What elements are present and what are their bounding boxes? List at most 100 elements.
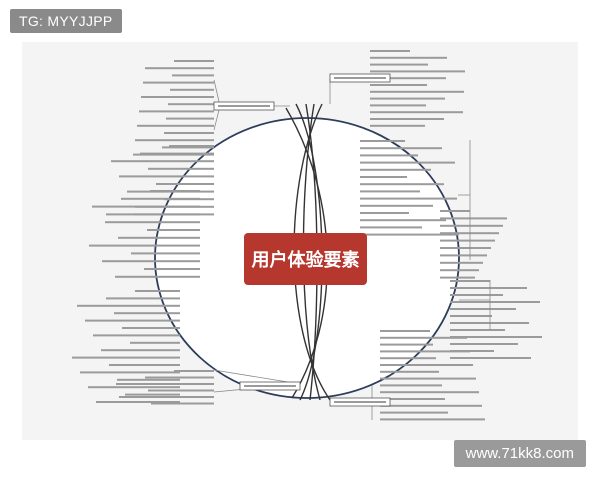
left-top-leaf-text xyxy=(135,139,214,142)
subtopic-node-text xyxy=(218,105,270,107)
left-top-leaf-text xyxy=(174,60,214,62)
central-topic-label: 用户体验要素 xyxy=(251,250,360,271)
right-lower-leaf-text xyxy=(450,315,492,317)
right-mid2-leaf-text xyxy=(440,217,507,220)
left-top-leaf-text xyxy=(141,96,214,98)
right-bottom-leaf-text xyxy=(380,404,482,407)
right-top-leaf-text xyxy=(370,118,444,120)
right-lower-leaf-text xyxy=(450,336,542,338)
left-bottom2-leaf-text xyxy=(116,383,214,385)
right-mid2-leaf-text xyxy=(440,232,499,235)
left-bottom-leaf-text xyxy=(85,319,180,322)
left-mid-leaf-text xyxy=(169,145,214,147)
left-bottom-leaf-text xyxy=(106,297,180,300)
left-bottom2-leaf-text xyxy=(145,376,214,379)
right-bottom-leaf-text xyxy=(380,418,485,421)
left-bottom2-leaf-text xyxy=(151,402,214,405)
subtopic-node-text xyxy=(334,77,386,79)
right-mid2-leaf-text xyxy=(440,276,475,279)
left-mid2-leaf-text xyxy=(131,252,200,255)
left-bottom-leaf-text xyxy=(109,364,180,366)
right-top-leaf-text xyxy=(370,124,425,127)
left-top-leaf-text xyxy=(137,124,214,127)
left-mid2-leaf-text xyxy=(150,190,200,192)
right-top-leaf-text xyxy=(370,90,464,93)
left-mid2-leaf-text xyxy=(115,275,200,278)
right-mid-leaf-text xyxy=(360,197,457,200)
right-mid-leaf-text xyxy=(360,233,459,236)
left-bottom2-leaf-text xyxy=(119,396,214,398)
right-lower-leaf-text xyxy=(450,329,505,331)
right-mid2-leaf-text xyxy=(440,247,491,249)
left-bottom-leaf-text xyxy=(96,401,180,403)
right-mid-leaf-text xyxy=(360,154,418,157)
subtopic-node-text xyxy=(334,401,386,403)
right-mid2-leaf-text xyxy=(440,239,495,242)
left-mid2-leaf-text xyxy=(134,213,200,216)
left-mid2-leaf-text xyxy=(147,229,200,231)
right-top-leaf-text xyxy=(370,97,445,100)
left-top-leaf-text xyxy=(170,88,214,91)
left-bottom-leaf-text xyxy=(114,312,180,315)
left-bottom-leaf-text xyxy=(125,393,180,396)
right-top-leaf-text xyxy=(370,70,465,73)
right-mid-leaf-text xyxy=(360,140,405,142)
left-bottom-leaf-text xyxy=(93,334,180,337)
right-bottom-leaf-text xyxy=(380,364,473,366)
left-bottom-leaf-text xyxy=(130,341,180,344)
left-bottom-leaf-text xyxy=(135,290,180,292)
left-mid2-leaf-text xyxy=(102,260,200,263)
right-top-leaf-text xyxy=(370,111,463,114)
right-mid-leaf-text xyxy=(360,183,444,186)
left-top-leaf-text xyxy=(139,110,214,113)
right-mid2-leaf-text xyxy=(440,224,503,227)
left-bottom-leaf-text xyxy=(77,304,180,307)
right-bottom-leaf-text xyxy=(380,343,433,346)
right-mid-leaf-text xyxy=(360,176,407,178)
right-lower-leaf-text xyxy=(450,350,494,352)
left-bottom-leaf-text xyxy=(101,349,180,352)
left-mid-leaf-text xyxy=(148,167,214,170)
left-bottom2-leaf-text xyxy=(148,389,214,392)
right-mid2-leaf-text xyxy=(440,254,487,257)
left-mid-leaf-text xyxy=(119,175,214,178)
left-top-leaf-text xyxy=(164,132,214,134)
right-mid-leaf-text xyxy=(360,219,446,222)
left-top-leaf-text xyxy=(168,103,214,106)
left-top-leaf-text xyxy=(145,67,214,70)
right-mid2-leaf-text xyxy=(440,269,479,272)
right-lower-leaf-text xyxy=(450,301,540,303)
right-top-leaf-text xyxy=(370,77,446,80)
right-top-leaf-text xyxy=(370,104,426,107)
left-mid2-leaf-text xyxy=(105,221,200,224)
right-bottom-leaf-text xyxy=(380,370,439,373)
right-lower-leaf-text xyxy=(450,357,531,359)
right-lower-leaf-text xyxy=(450,308,516,310)
left-bottom-leaf-text xyxy=(122,327,180,329)
right-mid-leaf-text xyxy=(360,161,455,164)
left-bottom-leaf-text xyxy=(117,378,180,381)
right-mid-leaf-text xyxy=(360,226,422,229)
left-bottom-leaf-text xyxy=(80,371,180,374)
left-mid2-leaf-text xyxy=(121,197,200,200)
right-mid-leaf-text xyxy=(360,212,409,214)
right-mid-leaf-text xyxy=(360,168,431,171)
right-bottom-leaf-text xyxy=(380,357,436,360)
left-mid2-leaf-text xyxy=(92,205,200,208)
site-watermark: www.71kk8.com xyxy=(453,440,586,467)
right-bottom-leaf-text xyxy=(380,330,430,332)
right-bottom-leaf-text xyxy=(380,336,467,339)
right-lower-leaf-text xyxy=(450,343,518,345)
left-top-leaf-text xyxy=(172,74,214,77)
left-mid-leaf-text xyxy=(140,152,214,155)
channel-tag-text: TG: MYYJJPP xyxy=(19,13,113,29)
channel-tag: TG: MYYJJPP xyxy=(10,9,122,33)
right-lower-leaf-text xyxy=(450,280,490,282)
right-top-leaf-text xyxy=(370,50,410,52)
central-topic-node[interactable]: 用户体验要素 xyxy=(244,233,367,285)
left-mid-leaf-text xyxy=(156,183,214,185)
right-bottom-leaf-text xyxy=(380,411,448,414)
right-top-leaf-text xyxy=(370,63,428,66)
right-mid-leaf-text xyxy=(360,204,433,207)
